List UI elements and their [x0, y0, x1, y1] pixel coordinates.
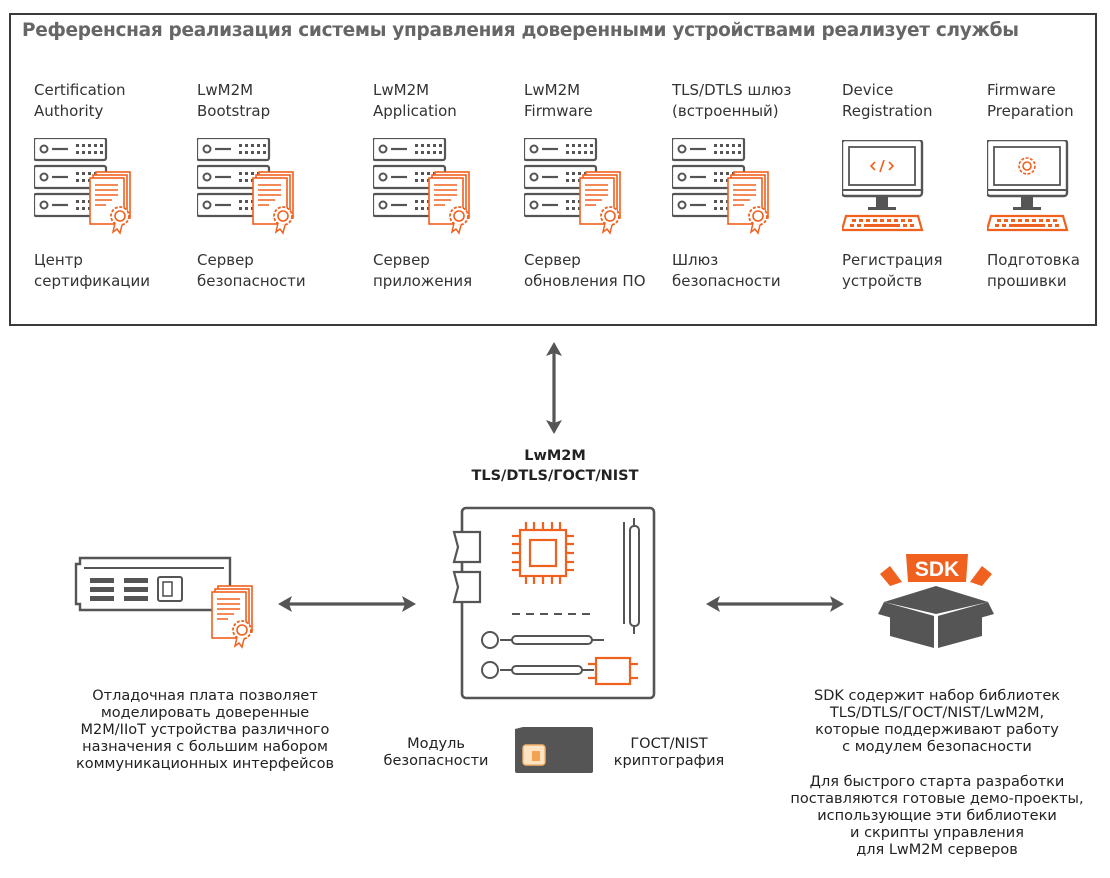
- protocol-label: LwM2M TLS/DTLS/ГОСТ/NIST: [471, 448, 639, 484]
- service-lwm2m-application: LwM2M Application Сервер приложения: [373, 80, 513, 290]
- service-lwm2m-firmware: LwM2M Firmware Сервер обновления ПО: [524, 80, 664, 290]
- service-name-ru: Регистрация устройств: [842, 251, 943, 290]
- left-double-arrow-icon: [278, 594, 418, 614]
- sdk-box-icon: SDK: [878, 554, 994, 648]
- service-name-ru: Сервер обновления ПО: [524, 251, 646, 290]
- right-double-arrow-icon: [706, 594, 846, 614]
- computer-gear-icon: [987, 140, 1069, 232]
- service-device-registration: Device Registration Регистрация устройст…: [842, 80, 982, 290]
- service-name-ru: Сервер приложения: [373, 251, 473, 290]
- motherboard-icon: [452, 506, 656, 700]
- panel-title: Референсная реализация системы управлени…: [22, 20, 1019, 41]
- service-name-ru: Подготовка прошивки: [987, 251, 1080, 290]
- service-lwm2m-bootstrap: LwM2M Bootstrap Сервер безопасности: [197, 80, 337, 290]
- computer-code-icon: [842, 140, 924, 232]
- server-certificate-icon: [672, 138, 782, 248]
- service-name-en: Device Registration: [842, 81, 933, 120]
- service-certification-authority: Certification Authority Центр сертификац…: [34, 80, 174, 290]
- service-firmware-preparation: Firmware Preparation Подготовка прошивки: [987, 80, 1110, 290]
- dev-board-icon: [74, 556, 253, 648]
- server-certificate-icon: [373, 138, 483, 248]
- service-name-en: LwM2M Application: [373, 81, 457, 120]
- service-name-ru: Сервер безопасности: [197, 251, 306, 290]
- service-name-en: Firmware Preparation: [987, 81, 1074, 120]
- sim-card-icon: [515, 727, 593, 773]
- board-caption: Отладочная плата позволяет моделировать …: [75, 688, 334, 772]
- service-name-ru: Шлюз безопасности: [672, 251, 781, 290]
- server-certificate-icon: [524, 138, 634, 248]
- server-certificate-icon: [197, 138, 307, 248]
- service-name-ru: Центр сертификации: [34, 251, 151, 290]
- vertical-double-arrow-icon: [546, 342, 562, 434]
- service-name-en: LwM2M Firmware: [524, 81, 593, 120]
- service-name-en: TLS/DTLS шлюз (встроенный): [672, 81, 792, 120]
- service-name-en: Certification Authority: [34, 81, 126, 120]
- service-tls-gateway: TLS/DTLS шлюз (встроенный) Шлюз безопасн…: [672, 80, 812, 290]
- crypto-label: ГОСТ/NIST криптография: [613, 736, 725, 769]
- sdk-badge-label: SDK: [915, 558, 959, 581]
- server-certificate-icon: [34, 138, 144, 248]
- services-panel: [9, 13, 1097, 326]
- sdk-caption-libraries: SDK содержит набор библиотек TLS/DTLS/ГО…: [813, 688, 1060, 755]
- service-name-en: LwM2M Bootstrap: [197, 81, 271, 120]
- sdk-caption-demo-projects: Для быстрого старта разработки поставляю…: [790, 774, 1084, 858]
- security-module-label: Модуль безопасности: [383, 736, 489, 769]
